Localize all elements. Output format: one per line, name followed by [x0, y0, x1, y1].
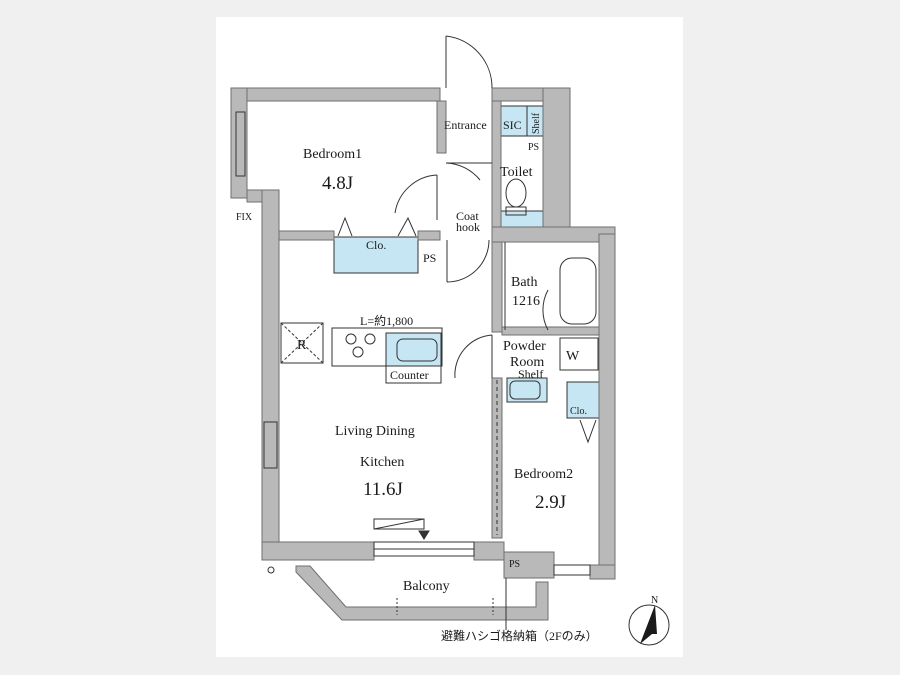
wall-left-bedroom1 — [230, 87, 248, 199]
label-fix: FIX — [236, 212, 253, 223]
wall-bath-bottom — [501, 326, 600, 336]
label-coat-hook-1: Coat — [456, 209, 479, 223]
wall-clo-bottom — [417, 230, 441, 241]
label-bedroom2-size: 2.9J — [535, 492, 566, 513]
clo-storage-2 — [566, 381, 601, 419]
label-bath: Bath — [511, 275, 537, 290]
label-ladder-note: 避難ハシゴ格納箱（2Fのみ） — [441, 628, 598, 643]
wall-ldk-bath — [491, 241, 503, 333]
wall-bottom-far-right — [589, 564, 616, 580]
wall-top-left — [230, 87, 441, 102]
label-toilet: Toilet — [500, 165, 533, 180]
room-labels: Entrance SIC Shelf PS Bedroom1 4.8J Toil… — [236, 112, 658, 643]
wall-left-main — [261, 189, 280, 561]
wall-right-upper — [542, 87, 571, 235]
label-ldk-size: 11.6J — [363, 479, 403, 500]
label-ldk-2: Kitchen — [360, 455, 404, 470]
label-ps-top: PS — [528, 142, 539, 153]
wall-right-lower — [598, 233, 616, 580]
balcony-parapet — [295, 565, 549, 621]
label-counter-length: L=約1,800 — [360, 313, 413, 328]
label-coat-hook-2: hook — [456, 220, 480, 234]
label-bath-size: 1216 — [512, 294, 540, 309]
label-fridge: R — [297, 338, 307, 353]
label-north: N — [651, 595, 658, 606]
sic-storage — [500, 105, 528, 137]
walls — [230, 87, 616, 621]
label-clo-2: Clo. — [570, 406, 587, 417]
label-sic: SIC — [503, 118, 522, 132]
fixtures — [235, 35, 599, 630]
north-arrow — [628, 604, 670, 646]
wall-bedroom1-ldk — [278, 230, 335, 241]
wall-bottom-left — [261, 541, 375, 561]
label-shelf-mid: Shelf — [518, 367, 543, 381]
toilet-storage — [499, 210, 545, 228]
label-powder-1: Powder — [503, 339, 546, 354]
label-bedroom2: Bedroom2 — [514, 467, 573, 482]
north-arrow-icon — [640, 605, 657, 644]
label-shelf-top: Shelf — [531, 112, 542, 134]
clo-storage-1 — [333, 236, 419, 274]
label-balcony: Balcony — [403, 579, 450, 594]
label-bedroom1: Bedroom1 — [303, 147, 362, 162]
label-powder-2: Room — [510, 355, 544, 370]
label-ldk-1: Living Dining — [335, 424, 415, 439]
wall-bedroom1-right — [436, 100, 447, 154]
label-clo-1: Clo. — [366, 238, 386, 252]
label-bedroom1-size: 4.8J — [322, 173, 353, 194]
wall-toilet-bottom — [491, 226, 616, 243]
label-counter: Counter — [390, 368, 429, 382]
wall-bottom-right — [503, 551, 555, 579]
label-washer: W — [566, 349, 580, 364]
label-entrance: Entrance — [444, 118, 487, 132]
label-ps-bottom: PS — [509, 559, 520, 570]
wall-bottom-mid — [473, 541, 505, 561]
label-ps-mid: PS — [423, 251, 436, 265]
